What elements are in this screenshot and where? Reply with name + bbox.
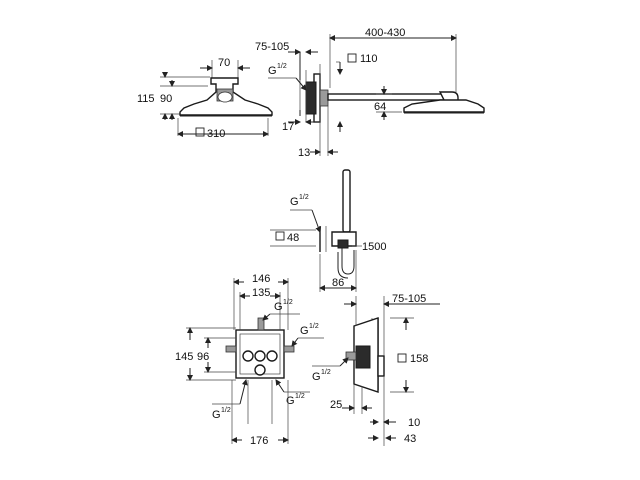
dim-176: 176 [250, 435, 268, 447]
thread-g-valve-top-frac: 1/2 [283, 299, 293, 306]
dim-310: 310 [207, 128, 225, 140]
thread-g-valve-bottom-right-frac: 1/2 [295, 393, 305, 400]
valve-side-view: 75-105 158 G 1/2 25 10 43 [312, 293, 440, 446]
head-shower-side-view: 400-430 75-105 G 1/2 110 64 17 13 [255, 27, 485, 159]
dim-75-105-valve: 75-105 [392, 293, 426, 305]
thread-g-head: G [268, 65, 277, 77]
dim-115: 115 [137, 93, 155, 105]
dim-10: 10 [408, 417, 420, 429]
dim-43: 43 [404, 433, 416, 445]
head-shower-front-view: 70 115 90 310 [137, 57, 273, 140]
dim-146: 146 [252, 273, 270, 285]
hand-shower-view: G 1/2 48 1500 86 [270, 169, 386, 292]
thread-g-valve-side-frac: 1/2 [321, 369, 331, 376]
dim-1500: 1500 [362, 241, 386, 253]
dim-96: 96 [197, 351, 209, 363]
dim-135: 135 [252, 287, 270, 299]
dim-13: 13 [298, 147, 310, 159]
dim-70: 70 [218, 57, 230, 69]
thread-g-valve-bottom-left: G [212, 409, 221, 421]
dim-48: 48 [287, 232, 299, 244]
thread-g-valve-bottom-right: G [286, 395, 295, 407]
thread-g-head-frac: 1/2 [277, 63, 287, 70]
dim-75-105-head: 75-105 [255, 41, 289, 53]
dim-25: 25 [330, 399, 342, 411]
dim-400-430: 400-430 [365, 27, 405, 39]
dim-145: 145 [175, 351, 193, 363]
thread-g-valve-top: G [274, 301, 283, 313]
thread-g-hand-frac: 1/2 [299, 194, 309, 201]
dim-158: 158 [410, 353, 428, 365]
thread-g-valve-side: G [312, 371, 321, 383]
thread-g-hand: G [290, 196, 299, 208]
dim-64: 64 [374, 101, 386, 113]
dim-86: 86 [332, 277, 344, 289]
dim-110: 110 [360, 53, 378, 65]
thread-g-valve-right-frac: 1/2 [309, 323, 319, 330]
thread-g-valve-right: G [300, 325, 309, 337]
dim-90: 90 [160, 93, 172, 105]
dim-17: 17 [282, 121, 294, 133]
valve-front-view: 146 135 G 1/2 145 96 G 1/2 G 1/2 G 1/2 [175, 273, 324, 447]
thread-g-valve-bottom-left-frac: 1/2 [221, 407, 231, 414]
